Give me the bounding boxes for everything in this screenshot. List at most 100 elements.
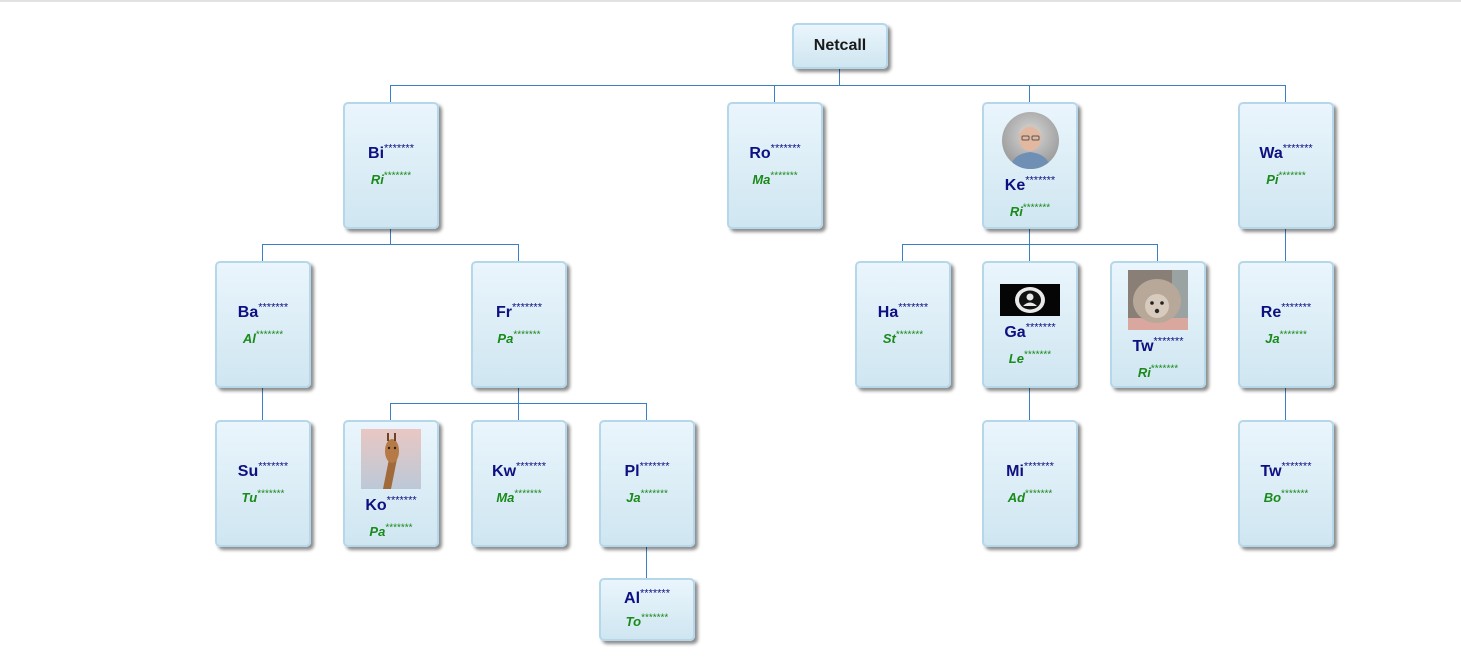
node-name: Kw******* [492,460,546,481]
org-node[interactable]: Kw*******Ma******* [471,420,567,547]
node-role: St******* [882,329,924,346]
node-name-text: Kw [492,462,517,480]
name-redaction: ******* [770,142,801,155]
role-redaction: ******* [514,488,542,500]
role-redaction: ******* [770,170,798,182]
node-name-text: Ko [365,496,387,514]
node-name: Al******* [624,587,670,608]
org-node[interactable]: Ke*******Ri******* [982,102,1078,229]
connector-line [1029,388,1030,420]
node-role-text: Tu [241,489,258,505]
org-node[interactable]: Re******* Ja******* [1238,261,1334,388]
connector-line [390,85,1286,86]
node-name: Mi******* [1006,461,1054,481]
hedgehog-photo-icon [1128,269,1188,330]
connector-line [1285,85,1286,102]
role-redaction: ******* [1281,488,1309,500]
node-name-text: Netcall [813,37,867,54]
node-role-text: Ma [752,171,771,187]
node-name: Ke******* [1004,175,1055,195]
node-role-text: Ja [1265,330,1280,346]
connector-line [262,244,263,261]
node-role: Ri******* [370,170,412,187]
node-role-text: Le [1008,350,1024,366]
connector-line [390,85,391,102]
node-name: Netcall [814,37,866,55]
role-redaction: ******* [895,329,924,341]
node-name-text: Wa [1259,144,1283,162]
node-name-text: Ba [237,303,259,321]
connector-line [1157,244,1158,261]
name-redaction: ******* [640,587,670,600]
connector-line [390,403,391,420]
org-node[interactable]: Ko******* Pa******* [343,420,439,547]
node-name-text: Ke [1004,177,1026,194]
node-name-text: Mi [1006,462,1024,480]
node-role: To******* [626,612,669,629]
role-redaction: ******* [383,170,412,182]
connector-line [1029,244,1030,261]
name-redaction: ******* [639,460,670,473]
node-role-text: Ja [626,489,641,505]
org-node[interactable]: Bi*******Ri******* [343,102,439,229]
name-redaction: ******* [1025,321,1056,334]
node-name-text: Tw [1260,462,1282,480]
node-name: Ro******* [749,142,801,163]
org-node[interactable]: Ga******* Le ******* [982,261,1078,388]
role-redaction: ******* [513,329,541,341]
role-redaction: ******* [255,329,284,341]
node-role-text: Pa [369,523,386,539]
node-name: Tw******* [1132,335,1184,356]
org-root-node[interactable]: Netcall [792,23,888,69]
role-redaction: ******* [640,488,668,500]
connector-line [1285,388,1286,420]
role-redaction: ******* [641,612,669,624]
name-redaction: ******* [1281,460,1312,473]
giraffe-photo-icon [361,428,421,489]
node-role: Bo******* [1264,488,1309,505]
node-name-text: Fr [496,303,513,321]
name-redaction: ******* [516,460,546,473]
node-role: Tu******* [241,488,285,505]
org-node[interactable]: Ba*******Al******* [215,261,311,388]
node-name: Ha******* [878,302,928,322]
node-role: Ja******* [1265,330,1307,346]
name-redaction: ******* [1153,335,1184,348]
node-role-text: St [882,330,896,346]
avatar-placeholder-icon [1000,283,1060,316]
connector-line [839,69,840,85]
node-role: Pa******* [497,329,541,346]
name-redaction: ******* [512,301,542,314]
connector-line [262,244,519,245]
org-node[interactable]: Ha******* St******* [855,261,951,388]
node-name: Ko******* [365,495,416,515]
org-node[interactable]: Su*******Tu******* [215,420,311,547]
role-redaction: ******* [257,488,285,500]
org-node[interactable]: Tw*******Bo******* [1238,420,1334,547]
org-node[interactable]: Ro*******Ma******* [727,102,823,229]
connector-line [646,547,647,578]
connector-line [1029,85,1030,102]
node-role-text: Ri [370,171,384,187]
role-redaction: ******* [385,522,413,534]
connector-line [390,229,391,244]
org-node[interactable]: Tw*******Ri******* [1110,261,1206,388]
org-node[interactable]: Mi*******Ad******* [982,420,1078,547]
org-node[interactable]: Al******* To******* [599,578,695,641]
name-redaction: ******* [258,460,289,473]
node-name-text: Tw [1132,337,1154,355]
role-redaction: ******* [1025,488,1053,500]
node-role: Pi******* [1266,171,1306,187]
org-node[interactable]: Fr*******Pa******* [471,261,567,388]
node-name: Fr******* [496,301,542,322]
node-name-text: Re [1260,303,1282,321]
role-redaction: ******* [1150,363,1179,375]
node-role-text: Pa [497,330,514,346]
node-name: Re******* [1260,302,1311,322]
name-redaction: ******* [384,142,414,155]
node-name: Ga******* [1004,321,1056,342]
node-name: Su******* [238,460,289,481]
node-role: Ri******* [1138,363,1179,380]
org-node[interactable]: Pl*******Ja******* [599,420,695,547]
org-node[interactable]: Wa*******Pi******* [1238,102,1334,229]
